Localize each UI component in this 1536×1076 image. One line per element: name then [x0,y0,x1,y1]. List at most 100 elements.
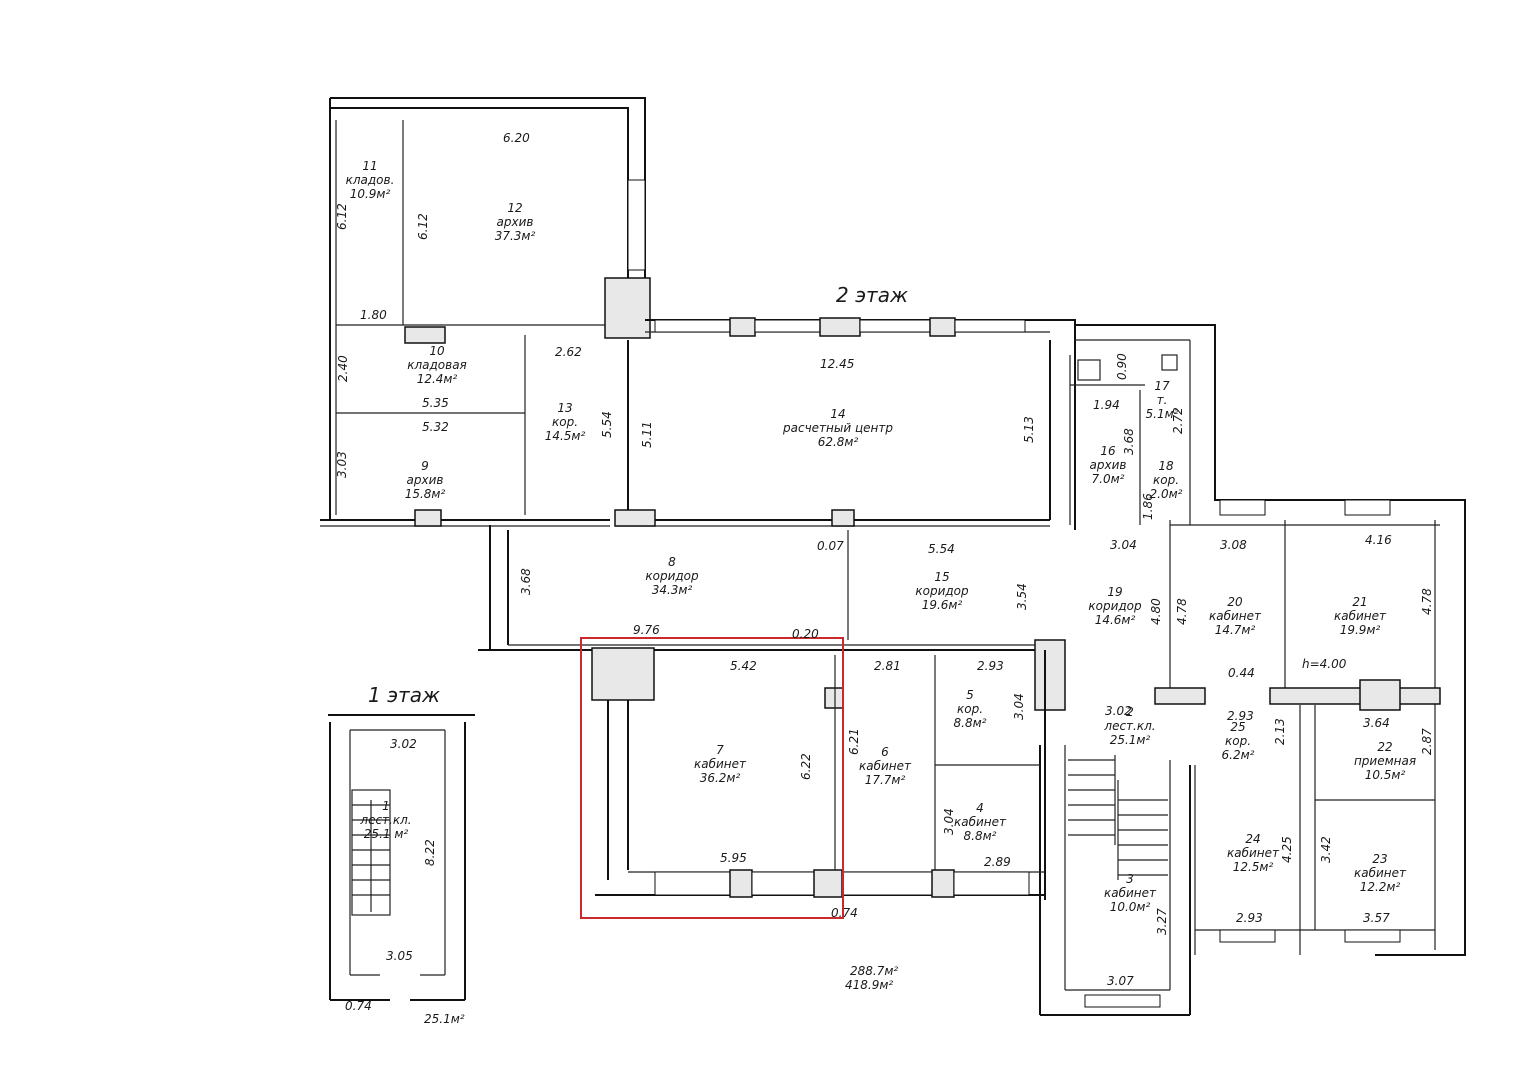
walls [320,97,1466,1016]
dimension-label: 3.54 [1015,583,1029,610]
dimension-label: 4.25 [1280,836,1294,863]
room-label-line: 34.3м² [652,583,693,597]
dimension-label: 3.42 [1319,836,1333,863]
room-label-line: 7 [716,743,724,757]
room-label-line: 16 [1100,444,1116,458]
dimension-label: 1.86 [1141,493,1155,520]
room-label-line: 25.1м² [1110,733,1151,747]
room-label-line: кор. [552,415,578,429]
dimension-label: 3.57 [1363,911,1390,925]
room-label-line: кабинет [1227,846,1280,860]
room-label-line: 15 [934,570,949,584]
room-label-line: 21 [1352,595,1367,609]
dimension-label: 9.76 [633,623,660,637]
dimension-label: 5.32 [422,420,449,434]
dimension-label: 4.78 [1420,588,1434,615]
room-label-line: 8.8м² [964,829,997,843]
highlight-frame [580,637,844,919]
dimension-label: 2.62 [555,345,582,359]
dimension-label: 3.08 [1220,538,1247,552]
room-label-line: приемная [1354,754,1416,768]
dimension-label: 1.80 [360,308,387,322]
room-label-line: 1 [382,799,390,813]
room-label-line: 4 [976,801,984,815]
room-label-line: 19 [1107,585,1122,599]
room-label-line: 12.2м² [1360,880,1401,894]
room-label-line: лест.кл. [359,813,411,827]
room-label-line: 36.2м² [700,771,741,785]
room-label-line: 13 [557,401,572,415]
room-label-line: кабинет [954,815,1007,829]
room-label-line: кабинет [1354,866,1407,880]
room-label-line: т. [1157,393,1168,407]
room-label-line: кладовая [407,358,467,372]
dimension-label: 3.07 [1107,974,1134,988]
dimension-label: 2.93 [1236,911,1263,925]
room-label-line: кор. [957,702,983,716]
dimension-label: 3.03 [335,451,349,478]
room-label-line: 12 [507,201,522,215]
ceiling-height-note: h=4.00 [1302,657,1347,671]
dimension-label: 5.11 [640,421,654,448]
room-label-line: 12.4м² [417,372,458,386]
room-label-line: кабинет [694,757,747,771]
room-label-line: 14 [830,407,845,421]
dimension-label: 4.80 [1149,598,1163,625]
room-label-line: 23 [1372,852,1387,866]
dimension-label: 3.64 [1363,716,1390,730]
dimension-label: 2.93 [1227,709,1254,723]
room-label-line: 7.0м² [1092,472,1125,486]
room-label-line: кор. [1153,473,1179,487]
dimension-label: 2.89 [984,855,1011,869]
room-label-line: 17 [1154,379,1170,393]
dimension-label: 2.81 [874,659,901,673]
room-label-line: 19.9м² [1340,623,1381,637]
room-label-line: 22 [1377,740,1392,754]
dimension-label: 1.94 [1093,398,1120,412]
dimension-label: 12.45 [820,357,854,371]
dimension-label: 5.35 [422,396,449,410]
second-floor-title: 2 этаж [836,283,908,307]
first-floor-title: 1 этаж [368,683,440,707]
room-label-line: коридор [1088,599,1142,613]
dimension-label: 3.02 [390,737,417,751]
dimension-label: 3.04 [942,808,956,835]
room-label-line: 37.3м² [495,229,536,243]
room-label-line: 18 [1158,459,1174,473]
dimension-label: 8.22 [423,839,437,866]
dimension-label: 2.87 [1420,728,1434,755]
dimension-label: 3.04 [1110,538,1137,552]
room-label-line: 25.1 м² [364,827,409,841]
dimension-label: 4.16 [1365,533,1392,547]
room-label-line: 10.5м² [1365,768,1406,782]
room-label-line: 20 [1227,595,1243,609]
dimension-label: 0.20 [792,627,819,641]
room-label-line: 5.1м² [1146,407,1179,421]
room-label-line: 8.8м² [954,716,987,730]
room-label-line: 2.0м² [1150,487,1183,501]
dimension-label: 4.78 [1175,598,1189,625]
dimension-label: 6.20 [503,131,530,145]
dimension-label: 0.74 [345,999,372,1013]
room-label-line: 11 [362,159,377,173]
total-area-1: 288.7м² [850,964,898,978]
dimension-label: 2.93 [977,659,1004,673]
